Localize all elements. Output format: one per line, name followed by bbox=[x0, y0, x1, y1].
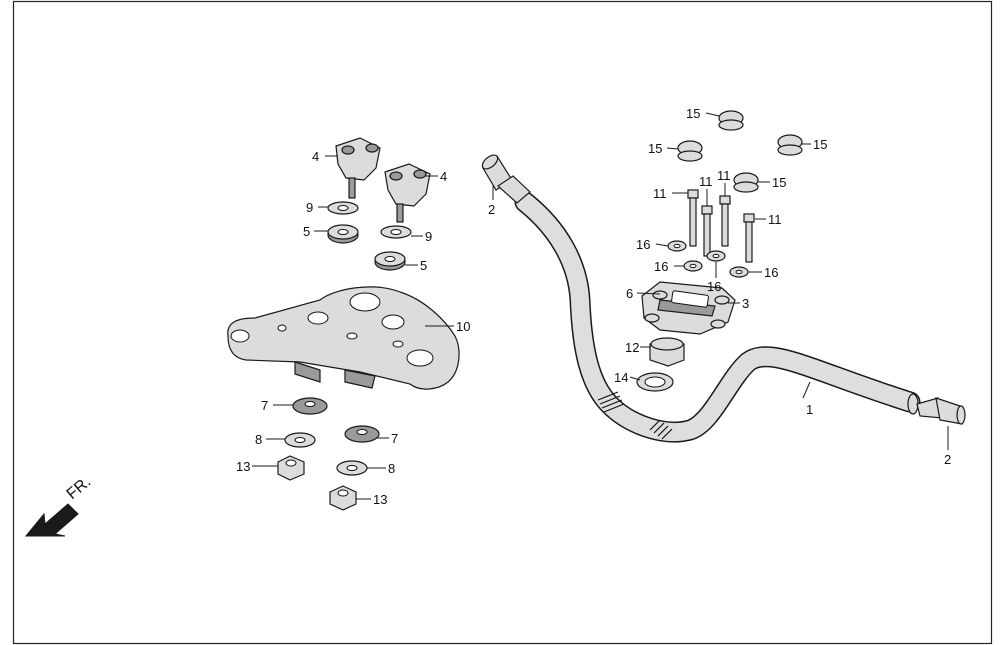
callout-11-b: 11 bbox=[699, 174, 713, 189]
callout-9-right: 9 bbox=[425, 229, 432, 244]
cushion-upper-right bbox=[374, 251, 406, 271]
washer-16-d bbox=[729, 266, 749, 278]
callout-8-right: 8 bbox=[388, 461, 395, 476]
leader-lines bbox=[252, 112, 949, 500]
callout-15-b: 15 bbox=[648, 141, 662, 156]
callout-12: 12 bbox=[625, 340, 639, 355]
bolt-11-a bbox=[687, 189, 699, 247]
callout-10: 10 bbox=[456, 319, 470, 334]
cap-15-b bbox=[677, 140, 703, 162]
callout-14: 14 bbox=[614, 370, 628, 385]
callout-16-c: 16 bbox=[707, 279, 721, 294]
callout-15-a: 15 bbox=[686, 106, 700, 121]
knurl-band-left bbox=[597, 391, 625, 413]
stem-washer bbox=[636, 372, 674, 392]
washer-8-left bbox=[284, 432, 316, 448]
callout-9-left: 9 bbox=[306, 200, 313, 215]
callout-16-b: 16 bbox=[654, 259, 668, 274]
bolt-11-b bbox=[701, 205, 713, 257]
handlebar-holder-right bbox=[384, 163, 431, 223]
top-bridge bbox=[227, 286, 460, 390]
callout-8-left: 8 bbox=[255, 432, 262, 447]
knurl-band-right bbox=[649, 419, 673, 440]
washer-16-c bbox=[706, 250, 726, 262]
washer-16-a bbox=[667, 240, 687, 252]
cushion-lower-right bbox=[344, 425, 380, 443]
diagram-frame bbox=[12, 0, 993, 645]
callout-16-a: 16 bbox=[636, 237, 650, 252]
callout-1: 1 bbox=[806, 402, 813, 417]
callout-4-right: 4 bbox=[440, 169, 447, 184]
front-arrow-icon bbox=[24, 503, 79, 537]
cap-15-a bbox=[718, 110, 744, 131]
cap-15-c bbox=[777, 134, 803, 156]
cushion-lower-left bbox=[292, 397, 328, 415]
cushion-upper-left bbox=[327, 224, 359, 244]
bar-end-right bbox=[916, 397, 966, 425]
callout-2-right: 2 bbox=[944, 452, 951, 467]
callout-15-c: 15 bbox=[813, 137, 827, 152]
callout-16-d: 16 bbox=[764, 265, 778, 280]
stem-nut bbox=[649, 337, 685, 367]
washer-16-b bbox=[683, 260, 703, 272]
callout-5-right: 5 bbox=[420, 258, 427, 273]
callout-7-right: 7 bbox=[391, 431, 398, 446]
callout-numbers: 1 2 2 3 4 4 5 5 6 7 7 8 8 9 9 10 11 11 1… bbox=[236, 106, 951, 507]
washer-9-right bbox=[380, 225, 412, 239]
callout-7-left: 7 bbox=[261, 398, 268, 413]
washer-9-left bbox=[327, 201, 359, 215]
callout-2-left: 2 bbox=[488, 202, 495, 217]
washer-8-right bbox=[336, 460, 368, 476]
handlebar bbox=[514, 191, 921, 443]
bolt-11-d bbox=[743, 213, 755, 263]
handlebar-upper-holder bbox=[641, 281, 736, 335]
callout-13-right: 13 bbox=[373, 492, 387, 507]
callout-3: 3 bbox=[742, 296, 749, 311]
callout-15-d: 15 bbox=[772, 175, 786, 190]
callout-13-left: 13 bbox=[236, 459, 250, 474]
callout-4-left: 4 bbox=[312, 149, 319, 164]
callout-11-a: 11 bbox=[653, 186, 667, 201]
nut-13-left bbox=[277, 455, 305, 481]
handlebar-holder-left bbox=[335, 137, 381, 199]
callout-5-left: 5 bbox=[303, 224, 310, 239]
callout-11-c: 11 bbox=[717, 168, 731, 183]
callout-6: 6 bbox=[626, 286, 633, 301]
nut-13-right bbox=[329, 485, 357, 511]
hero-mark-plate bbox=[671, 290, 709, 308]
bar-end-left bbox=[481, 154, 531, 204]
callout-11-d: 11 bbox=[768, 212, 782, 227]
bolt-11-c bbox=[719, 195, 731, 247]
cap-15-d bbox=[733, 172, 759, 193]
